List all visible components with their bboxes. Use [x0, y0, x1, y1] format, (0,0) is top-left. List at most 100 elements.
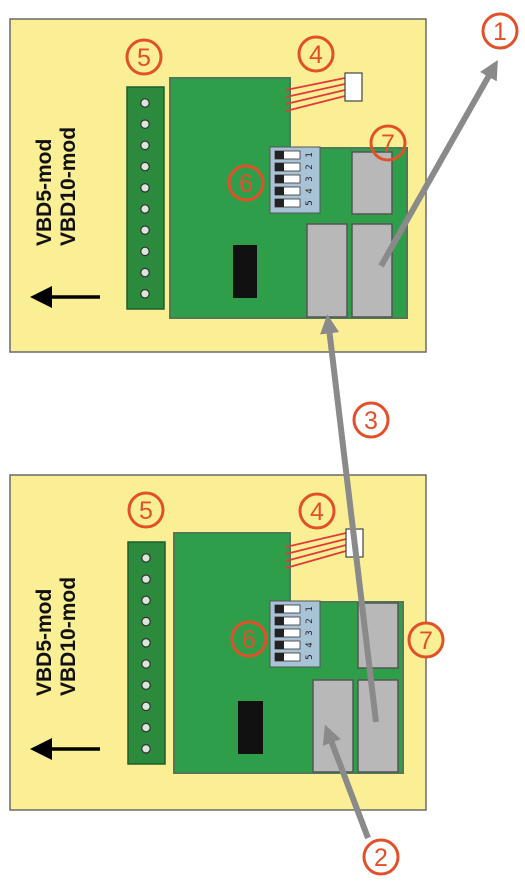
- top-callout-6: 6: [227, 164, 265, 202]
- bottom-relay-right: [357, 679, 399, 773]
- terminal-screw: [141, 553, 151, 563]
- terminal-screw: [140, 267, 150, 278]
- terminal-screw: [141, 616, 151, 627]
- bottom-callout-5: 5: [127, 491, 165, 529]
- dip-number: 5: [305, 654, 315, 659]
- terminal-screw: [140, 119, 150, 129]
- bottom-terminal-pins: [141, 553, 151, 754]
- top-model-label-line2: VBD10-mod: [57, 127, 80, 246]
- top-callout-5-label: 5: [137, 44, 151, 72]
- top-relay-right: [351, 223, 393, 318]
- dip-lever: [275, 199, 284, 207]
- bottom-model-label-line2: VBD10-mod: [57, 577, 80, 696]
- dip-number: 4: [305, 188, 315, 193]
- top-callout-7-label: 7: [381, 130, 395, 158]
- dip-number: 4: [305, 642, 315, 647]
- dip-number: 2: [305, 618, 315, 623]
- top-left-arrow-icon: [30, 286, 100, 308]
- terminal-screw: [140, 161, 150, 172]
- callout-circle-icon: [297, 35, 335, 73]
- terminal-screw: [141, 637, 151, 648]
- top-connector-wires: [285, 77, 346, 112]
- callout-2-label: 2: [374, 844, 388, 872]
- callout-circle-icon: [298, 492, 336, 530]
- bottom-board: VBD5-mod VBD10-mod 1 2 3 4 5: [9, 474, 427, 811]
- dip-lever: [275, 653, 284, 661]
- top-connector: [344, 72, 363, 102]
- terminal-screw: [140, 183, 150, 193]
- terminal-screw: [140, 246, 150, 257]
- terminal-screw: [140, 225, 150, 235]
- dip-lever: [275, 187, 284, 195]
- dip-lever: [275, 617, 284, 625]
- top-board: VBD5-mod VBD10-mod 1 2 3 4 5: [9, 18, 427, 353]
- callout-2: 2: [362, 838, 400, 876]
- bottom-callout-7-label: 7: [419, 627, 433, 655]
- top-callout-5: 5: [125, 38, 163, 76]
- dip-number: 3: [305, 176, 315, 181]
- terminal-screw: [141, 595, 151, 606]
- callout-circle-icon: [407, 621, 445, 659]
- dip-number: 3: [305, 630, 315, 635]
- callout-circle-icon: [127, 491, 165, 529]
- callout-1: 1: [481, 12, 519, 50]
- dip-number: 1: [305, 152, 315, 157]
- callout-circle-icon: [230, 620, 268, 658]
- bottom-callout-4: 4: [298, 492, 336, 530]
- callout-circle-icon: [227, 164, 265, 202]
- dip-lever: [275, 629, 284, 637]
- dip-lever: [275, 163, 284, 171]
- bottom-connector-wires: [285, 532, 347, 569]
- callout-3-label: 3: [364, 407, 378, 435]
- terminal-screw: [141, 722, 151, 733]
- top-model-label: VBD5-mod VBD10-mod: [33, 127, 80, 246]
- top-relay-left: [306, 223, 348, 318]
- top-callout-7: 7: [369, 124, 407, 162]
- bottom-callout-6: 6: [230, 620, 268, 658]
- bottom-model-label-line1: VBD5-mod: [33, 589, 56, 696]
- top-model-label-line1: VBD5-mod: [33, 139, 56, 246]
- callout-circle-icon: [125, 38, 163, 76]
- callout-circle-icon: [369, 124, 407, 162]
- bottom-model-label: VBD5-mod VBD10-mod: [33, 577, 80, 696]
- arrow-2-in: [322, 724, 371, 840]
- top-callout-4: 4: [297, 35, 335, 73]
- terminal-screw: [141, 743, 151, 754]
- dip-lever: [275, 605, 284, 613]
- top-callout-4-label: 4: [309, 41, 323, 69]
- terminal-screw: [141, 659, 151, 669]
- terminal-screw: [140, 140, 150, 151]
- terminal-screw: [140, 288, 150, 299]
- bottom-callout-4-label: 4: [310, 498, 324, 526]
- terminal-screw: [140, 204, 150, 214]
- bottom-callout-5-label: 5: [139, 497, 153, 525]
- top-callout-6-label: 6: [239, 170, 253, 198]
- bottom-callout-7: 7: [407, 621, 445, 659]
- dip-number: 2: [305, 164, 315, 169]
- terminal-screw: [140, 98, 150, 108]
- callout-circle-icon: [362, 838, 400, 876]
- bottom-dip-levers: 1 2 3 4 5: [274, 604, 315, 662]
- top-terminal-pins: [140, 98, 150, 299]
- bottom-chip: [238, 701, 263, 754]
- dip-number: 1: [305, 606, 315, 611]
- top-chip: [233, 245, 257, 298]
- top-dip-levers: 1 2 3 4 5: [274, 150, 315, 208]
- arrow-1-out: [378, 59, 498, 268]
- dip-lever: [275, 641, 284, 649]
- dip-lever: [275, 175, 284, 183]
- terminal-screw: [141, 680, 151, 690]
- arrow-3-link: [320, 314, 379, 723]
- dip-lever: [275, 151, 284, 159]
- bottom-relay-left: [312, 679, 354, 773]
- callout-circle-icon: [352, 401, 390, 439]
- bottom-left-arrow-icon: [30, 738, 100, 760]
- callout-3: 3: [352, 401, 390, 439]
- terminal-screw: [141, 574, 151, 584]
- callout-1-label: 1: [493, 18, 507, 46]
- bottom-callout-6-label: 6: [242, 626, 256, 654]
- callout-circle-icon: [481, 12, 519, 50]
- terminal-screw: [141, 701, 151, 712]
- dip-number: 5: [305, 200, 315, 205]
